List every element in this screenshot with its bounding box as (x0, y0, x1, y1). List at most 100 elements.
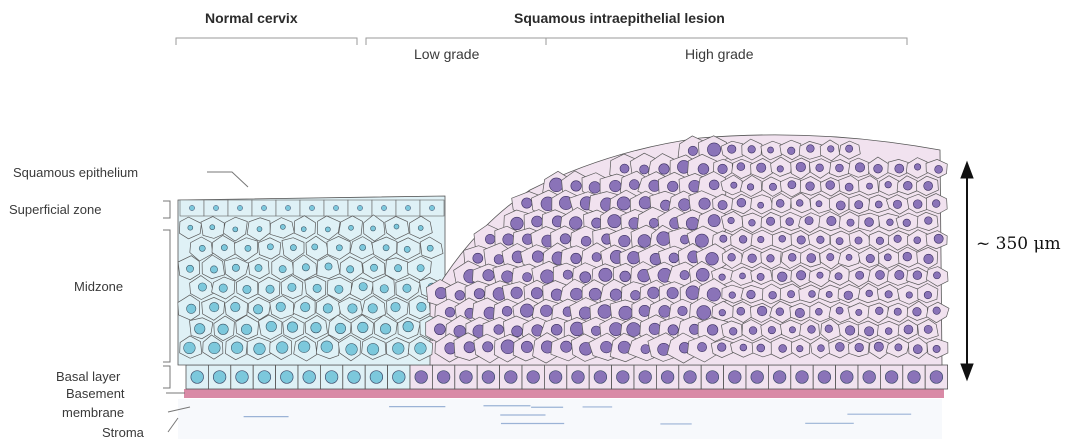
basal-nucleus (370, 371, 383, 384)
lesion-nucleus (795, 308, 804, 317)
basal-nucleus (773, 371, 786, 384)
midzone-nucleus (380, 324, 391, 335)
lesion-nucleus (707, 325, 718, 336)
lesion-nucleus (836, 164, 844, 172)
lesion-nucleus (669, 253, 679, 263)
lesion-nucleus (560, 234, 570, 244)
lesion-nucleus (924, 254, 934, 264)
basal-nucleus (594, 371, 607, 384)
basal-nucleus (527, 371, 540, 384)
midzone-nucleus (418, 225, 423, 230)
midzone-nucleus (210, 225, 215, 230)
lesion-nucleus (697, 306, 711, 320)
lesion-nucleus (617, 197, 630, 210)
lesion-nucleus (580, 272, 591, 283)
midzone-nucleus (325, 263, 332, 270)
measurement-arrow (961, 162, 973, 380)
lesion-nucleus (608, 215, 621, 228)
lesion-nucleus (766, 217, 774, 225)
lesion-nucleus (807, 145, 815, 153)
lesion-nucleus (483, 342, 493, 352)
basal-nucleus (617, 371, 630, 384)
midzone-nucleus (187, 304, 196, 313)
lesion-nucleus (649, 218, 658, 227)
midzone-nucleus (253, 305, 262, 314)
lesion-nucleus (875, 270, 884, 279)
midzone-nucleus (358, 322, 369, 333)
midzone-nucleus (394, 224, 399, 229)
lesion-nucleus (699, 198, 710, 209)
basal-nucleus (818, 371, 831, 384)
lesion-nucleus (906, 292, 912, 298)
lesion-nucleus (847, 219, 854, 226)
lesion-nucleus (688, 146, 697, 155)
basal-nucleus (908, 371, 921, 384)
lesion-nucleus (569, 217, 582, 230)
lesion-nucleus (866, 254, 874, 262)
midzone-nucleus (210, 266, 217, 273)
lesion-nucleus (845, 145, 852, 152)
lesion-nucleus (503, 234, 514, 245)
lesion-nucleus (592, 253, 601, 262)
midzone-nucleus (325, 227, 330, 232)
basal-nucleus (505, 371, 518, 384)
midzone-nucleus (288, 283, 296, 291)
basal-nucleus (437, 371, 450, 384)
lesion-nucleus (709, 180, 719, 190)
lesion-nucleus (718, 200, 727, 209)
lesion-nucleus (657, 232, 671, 246)
midzone-nucleus (184, 342, 196, 354)
lesion-nucleus (779, 345, 787, 353)
midzone-nucleus (368, 304, 377, 313)
lesion-nucleus (679, 199, 691, 211)
midzone-nucleus (349, 225, 354, 230)
lesion-nucleus (815, 308, 822, 315)
lesion-nucleus (502, 271, 514, 283)
lesion-nucleus (932, 200, 940, 208)
basal-nucleus (930, 371, 943, 384)
superficial-nucleus (429, 205, 434, 210)
lesion-nucleus (924, 291, 932, 299)
midzone-nucleus (279, 266, 286, 273)
lesion-nucleus (748, 146, 755, 153)
lesion-nucleus (757, 306, 767, 316)
midzone-nucleus (359, 282, 367, 290)
lesion-nucleus (913, 307, 922, 316)
lesion-nucleus (695, 234, 708, 247)
lesion-nucleus (845, 326, 854, 335)
lesion-nucleus (729, 292, 736, 299)
lesion-nucleus (589, 182, 601, 194)
lesion-nucleus (826, 181, 835, 190)
lesion-nucleus (934, 234, 943, 243)
lesion-nucleus (893, 200, 901, 208)
basal-nucleus (258, 371, 271, 384)
basal-nucleus (706, 371, 719, 384)
lesion-nucleus (581, 236, 591, 246)
superficial-nucleus (261, 205, 266, 210)
lesion-nucleus (805, 216, 813, 224)
lesion-nucleus (817, 236, 824, 243)
lesion-nucleus (698, 164, 709, 175)
midzone-nucleus (383, 245, 389, 251)
superficial-nucleus (285, 205, 290, 210)
lesion-nucleus (768, 326, 775, 333)
lesion-nucleus (627, 323, 641, 337)
basal-nucleus (796, 371, 809, 384)
superficial-nucleus (405, 205, 410, 210)
lesion-nucleus (788, 181, 796, 189)
midzone-nucleus (417, 265, 424, 272)
lesion-nucleus (903, 219, 911, 227)
lesion-nucleus (788, 253, 796, 261)
lesion-nucleus (903, 181, 912, 190)
midzone-nucleus (335, 285, 343, 293)
lesion-nucleus (610, 289, 621, 300)
midzone-nucleus (415, 343, 427, 355)
midzone-nucleus (232, 264, 239, 271)
lesion-nucleus (640, 165, 649, 174)
lesion-nucleus (796, 200, 803, 207)
lesion-nucleus (706, 252, 719, 265)
midzone-nucleus (266, 321, 277, 332)
superficial-nucleus (237, 205, 242, 210)
lesion-nucleus (925, 217, 933, 225)
